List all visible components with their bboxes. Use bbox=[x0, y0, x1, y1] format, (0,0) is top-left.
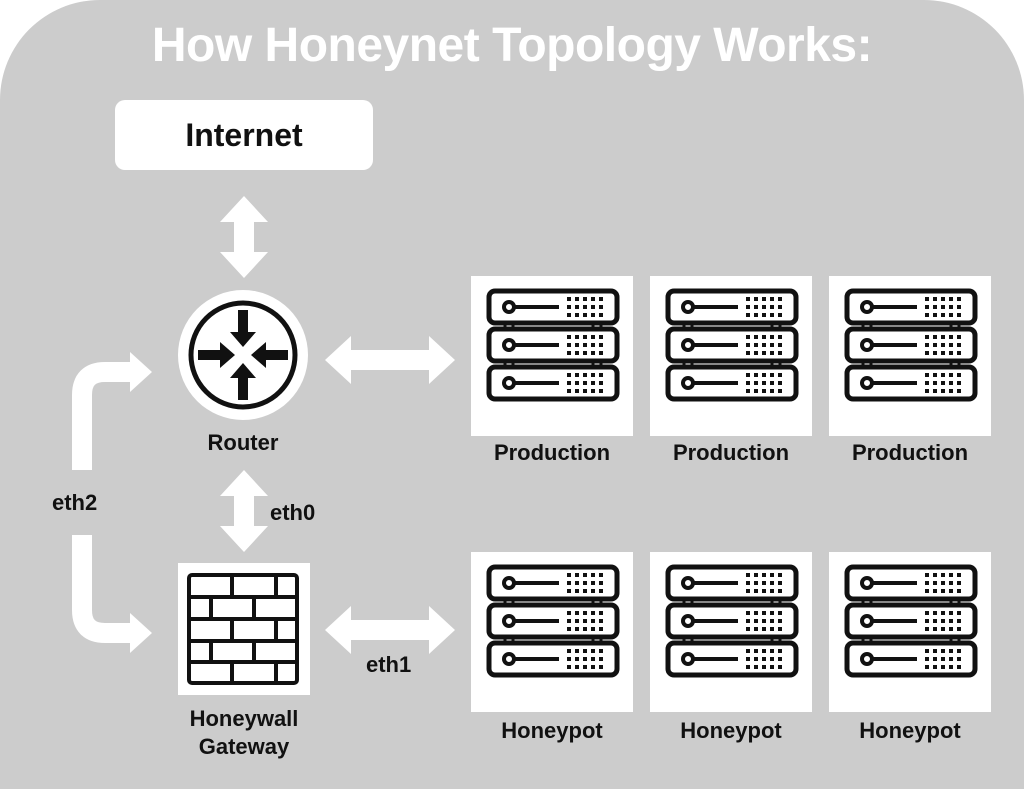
eth2-upper-arrow bbox=[72, 362, 132, 470]
honeypot-server-3 bbox=[829, 552, 991, 712]
gateway-label-line1: Honeywall bbox=[189, 706, 299, 731]
internet-label: Internet bbox=[185, 116, 303, 153]
production-server-2 bbox=[650, 276, 812, 436]
honeypot-label-2: Honeypot bbox=[680, 718, 782, 743]
eth1-label: eth1 bbox=[366, 652, 412, 677]
server-rack-icon bbox=[486, 564, 620, 678]
eth2-upper-arrowhead bbox=[130, 352, 152, 392]
eth2-label: eth2 bbox=[52, 490, 98, 515]
router-production-arrow bbox=[325, 336, 455, 384]
server-rack-icon bbox=[844, 564, 978, 678]
honeypot-server-2 bbox=[650, 552, 812, 712]
honeypot-server-1 bbox=[471, 552, 633, 712]
production-label-1: Production bbox=[493, 440, 611, 465]
internet-router-arrow bbox=[220, 196, 268, 278]
eth0-label: eth0 bbox=[270, 500, 316, 525]
production-server-1 bbox=[471, 276, 633, 436]
eth2-lower-arrowhead bbox=[130, 613, 152, 653]
eth2-lower-arrow bbox=[72, 535, 132, 643]
server-rack-icon bbox=[665, 564, 799, 678]
server-rack-icon bbox=[486, 288, 620, 402]
server-rack-icon bbox=[665, 288, 799, 402]
honeypot-label-3: Honeypot bbox=[859, 718, 961, 743]
router-gateway-arrow bbox=[220, 470, 268, 552]
honeypot-label-1: Honeypot bbox=[501, 718, 603, 743]
production-label-3: Production bbox=[851, 440, 969, 465]
gateway-label-line2: Gateway bbox=[198, 734, 290, 759]
production-server-3 bbox=[829, 276, 991, 436]
server-rack-icon bbox=[844, 288, 978, 402]
diagram-title: How Honeynet Topology Works: bbox=[151, 19, 873, 72]
gateway-label: Honeywall Gateway bbox=[160, 705, 328, 761]
gateway-honeypot-arrow bbox=[325, 606, 455, 654]
router-label: Router bbox=[207, 430, 279, 455]
production-label-2: Production bbox=[672, 440, 790, 465]
internet-node: Internet bbox=[115, 100, 373, 170]
